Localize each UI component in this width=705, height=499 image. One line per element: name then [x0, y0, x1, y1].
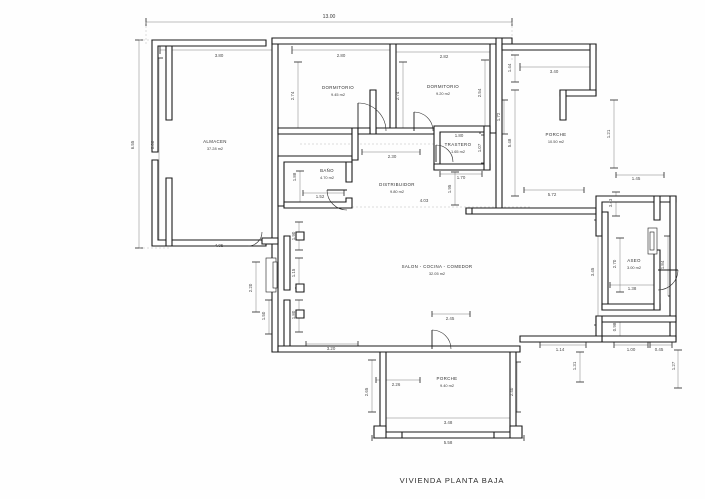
dim-salon-bot: 3.20	[327, 346, 336, 351]
dim-bot-2: 5.58	[444, 440, 453, 445]
room-area-dormitorio-2: 9.20 m2	[436, 91, 450, 96]
dim-aseo-top: 1.45	[632, 176, 641, 181]
dim-dorm2-v: 2.74	[395, 91, 400, 100]
dim-aseo-v3: 3.43	[608, 198, 613, 207]
dim-dorm1-v: 2.74	[290, 91, 295, 100]
dim-porche-e-top: 3.40	[550, 69, 559, 74]
room-area-porche-sur: 9.40 m2	[440, 383, 454, 388]
room-label-trastero: TRASTERO 1.65 m2	[445, 142, 472, 154]
room-name-salon: SALON - COCINA - COMEDOR	[402, 264, 473, 269]
dim-dorm2-top: 2.82	[440, 54, 449, 59]
room-name-bano: BAÑO	[320, 168, 334, 173]
dim-aseo-v2: 1.84	[660, 260, 665, 269]
room-name-aseo: ASEO	[627, 258, 641, 263]
dim-lr-2: 1.00	[627, 347, 636, 352]
dim-bot-1: 3.48	[444, 420, 453, 425]
room-area-distribuidor: 9.80 m2	[390, 189, 404, 194]
room-area-almacen: 37.28 m2	[207, 146, 223, 151]
wall-layer	[151, 37, 677, 439]
dim-salon-v2: 1.15	[291, 268, 296, 277]
dim-aseo-bot: 1.38	[628, 286, 637, 291]
dim-almacen-top: 3.80	[215, 53, 224, 58]
dim-lr-3: 0.45	[655, 347, 664, 352]
room-area-dormitorio-1: 9.45 m2	[331, 92, 345, 97]
dim-salon-right: 5.72	[548, 192, 557, 197]
dim-almacen-bot: 4.05	[215, 243, 224, 248]
dim-mid-v: 1.95	[447, 184, 452, 193]
room-label-salon: SALON - COCINA - COMEDOR 32.05 m2	[402, 264, 473, 276]
room-label-dormitorio-2: DORMITORIO 9.20 m2	[427, 84, 459, 96]
room-name-porche-sur: PORCHE	[437, 376, 458, 381]
dim-salon-v3: 2.20	[248, 283, 253, 292]
dim-porche-s-top: 2.26	[392, 382, 401, 387]
dim-porche-s-v: 2.65	[364, 387, 369, 396]
dim-left-almacen: 6.00	[150, 140, 155, 149]
dim-east-wall: 5.48	[507, 138, 512, 147]
room-label-bano: BAÑO 4.70 m2	[320, 168, 334, 180]
dim-left-overall: 6.55	[130, 140, 135, 149]
dim-porche-s-door: 2.45	[446, 316, 455, 321]
dim-dr-1: 1.31	[572, 361, 577, 370]
dim-right-v: 3.45	[590, 267, 595, 276]
dim-salon-v4: 1.50	[261, 311, 266, 320]
dim-trastero-1: 1.80	[455, 133, 464, 138]
vertical-dimension-text-layer: 6.55 6.00 2.74 2.74 2.54 1.44 1.21 1.72 …	[130, 63, 676, 396]
dim-dorm2-v2: 2.54	[477, 88, 482, 97]
dim-bano-v: 1.88	[292, 172, 297, 181]
room-label-porche-este: PORCHE 10.50 m2	[546, 132, 567, 144]
room-area-trastero: 1.65 m2	[451, 149, 465, 154]
dimension-line-layer	[135, 18, 682, 441]
dim-porche-s-v2: 2.40	[509, 387, 514, 396]
sheet-title: VIVIENDA PLANTA BAJA	[400, 476, 505, 485]
dim-trastero-v: 1.72	[496, 112, 501, 121]
dim-trastero-2: 1.70	[457, 175, 466, 180]
dim-dist-int: 4.03	[420, 198, 429, 203]
room-area-porche-este: 10.50 m2	[548, 139, 564, 144]
dim-top-overall: 13.00	[323, 14, 336, 20]
room-label-layer: ALMACEN 37.28 m2 DORMITORIO 9.45 m2 DORM…	[203, 84, 641, 388]
dim-lr-1: 1.14	[556, 347, 565, 352]
dim-ne-v: 0.98	[612, 322, 617, 331]
room-name-dormitorio-1: DORMITORIO	[322, 85, 354, 90]
room-name-trastero: TRASTERO	[445, 142, 472, 147]
dim-porche-e-v: 1.44	[507, 63, 512, 72]
dim-dorm1-top: 2.80	[337, 53, 346, 58]
door-layer	[247, 102, 679, 350]
dim-salon-v: 1.90	[291, 231, 296, 240]
room-name-porche-este: PORCHE	[546, 132, 567, 137]
dim-porche-e-v2: 1.21	[606, 129, 611, 138]
dim-trastero-v2: 1.07	[477, 143, 482, 152]
horizontal-dimension-text-layer: 13.00 3.80 2.80 2.82 3.40 1.80 1.52 2.30…	[215, 14, 664, 445]
room-label-aseo: ASEO 3.00 m2	[627, 258, 641, 270]
dim-dorm1-int: 2.30	[388, 154, 397, 159]
room-area-salon: 32.05 m2	[429, 271, 445, 276]
room-area-bano: 4.70 m2	[320, 175, 334, 180]
room-label-dormitorio-1: DORMITORIO 9.45 m2	[322, 85, 354, 97]
room-label-almacen: ALMACEN 37.28 m2	[203, 139, 227, 151]
dim-br-v: 1.27	[671, 361, 676, 370]
dim-aseo-v: 2.70	[612, 259, 617, 268]
room-name-dormitorio-2: DORMITORIO	[427, 84, 459, 89]
dim-bano-int: 1.52	[316, 194, 325, 199]
room-label-porche-sur: PORCHE 9.40 m2	[437, 376, 458, 388]
room-name-distribuidor: DISTRIBUIDOR	[379, 182, 415, 187]
dim-salon-v5: 1.80	[291, 310, 296, 319]
room-label-distribuidor: DISTRIBUIDOR 9.80 m2	[379, 182, 415, 194]
room-area-aseo: 3.00 m2	[627, 265, 641, 270]
room-name-almacen: ALMACEN	[203, 139, 227, 144]
